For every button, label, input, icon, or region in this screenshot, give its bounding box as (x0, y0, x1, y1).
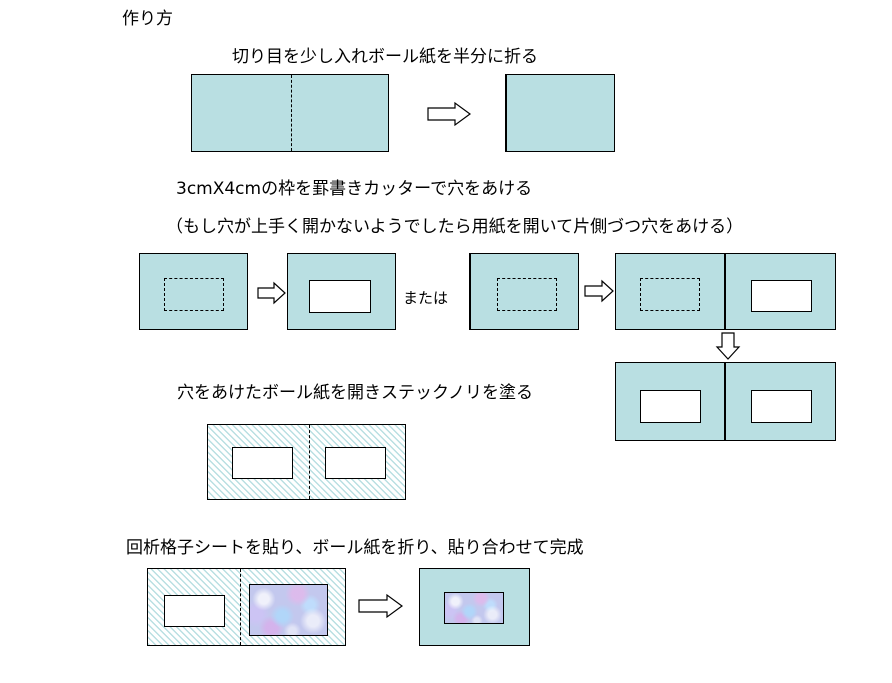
fold-line (724, 254, 726, 329)
window-hole (309, 280, 371, 313)
or-label: または (403, 289, 449, 307)
step2-board-cut (287, 253, 396, 330)
step3-label: 穴をあけたボール紙を開きステックノリを塗る (177, 383, 533, 403)
right-arrow-icon (358, 593, 404, 619)
window-hole (640, 390, 701, 423)
step3-board-glued (207, 424, 406, 500)
step2-board-folded-marked (469, 253, 579, 330)
page-title: 作り方 (122, 9, 173, 29)
step2-board-open-both-cut (615, 362, 836, 441)
diffraction-grating-sheet (249, 584, 328, 636)
step2-board-open-half-cut (615, 253, 836, 330)
right-arrow-icon (427, 101, 472, 127)
step1-board-folded (505, 74, 615, 152)
window-hole (164, 595, 225, 627)
cut-outline-dashed (497, 278, 557, 311)
fold-line-dashed (291, 75, 292, 151)
fold-line-dashed (240, 569, 241, 645)
fold-line (724, 363, 726, 440)
window-hole (751, 390, 812, 423)
right-arrow-icon (257, 281, 286, 305)
cut-outline-dashed (164, 278, 224, 311)
step4-finished-viewer (419, 568, 530, 646)
window-hole (325, 447, 386, 479)
step2-label: 3cmX4cmの枠を罫書きカッターで穴をあける (176, 179, 533, 199)
fold-line-dashed (309, 425, 310, 499)
down-arrow-icon (715, 332, 741, 360)
step2-note: （もし穴が上手く開かないようでしたら用紙を開いて片側づつ穴をあける） (166, 217, 744, 237)
cut-outline-dashed (640, 278, 700, 311)
step2-board-marked (139, 253, 248, 330)
window-hole (232, 447, 293, 479)
diffraction-grating-window (444, 592, 504, 624)
window-hole (751, 280, 812, 312)
right-arrow-icon (584, 279, 614, 303)
step4-board-with-sheet (147, 568, 346, 646)
step4-label: 回析格子シートを貼り、ボール紙を折り、貼り合わせて完成 (126, 538, 584, 558)
step1-label: 切り目を少し入れボール紙を半分に折る (232, 47, 538, 67)
step1-board-unfolded (191, 74, 389, 152)
